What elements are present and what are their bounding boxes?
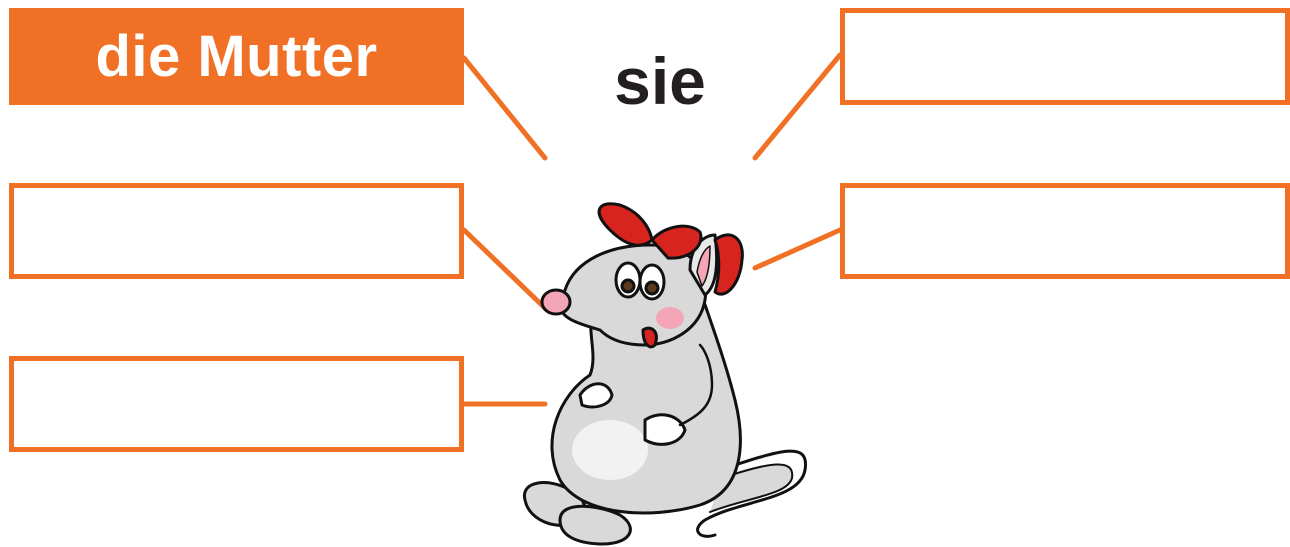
mouse-nose bbox=[540, 288, 572, 316]
mouse-right-paw bbox=[643, 413, 687, 446]
mouse-cheek bbox=[656, 307, 684, 329]
bow-knot bbox=[650, 224, 703, 260]
mouse-illustration bbox=[523, 202, 808, 546]
connector-line-mid-left bbox=[461, 227, 550, 313]
bow-left-loop bbox=[597, 202, 654, 247]
pronoun-label: sie bbox=[614, 44, 706, 118]
noun-label: die Mutter bbox=[95, 24, 378, 89]
mouse-tail bbox=[696, 449, 808, 538]
connector-line-top-right bbox=[752, 52, 843, 161]
connector-line-mid-right bbox=[752, 227, 843, 271]
mouse-left-paw bbox=[578, 382, 614, 409]
answer-box-mid-left[interactable] bbox=[9, 183, 464, 279]
connector-line-top-left bbox=[461, 55, 548, 161]
answer-box-bottom-left[interactable] bbox=[9, 356, 464, 452]
answer-box-top-right[interactable] bbox=[840, 8, 1290, 105]
noun-box-die-mutter: die Mutter bbox=[9, 8, 464, 105]
mouse-right-foot bbox=[558, 504, 632, 546]
answer-box-mid-right[interactable] bbox=[840, 183, 1290, 279]
mouse-mouth bbox=[641, 326, 658, 349]
bow-right-loop bbox=[713, 233, 744, 296]
